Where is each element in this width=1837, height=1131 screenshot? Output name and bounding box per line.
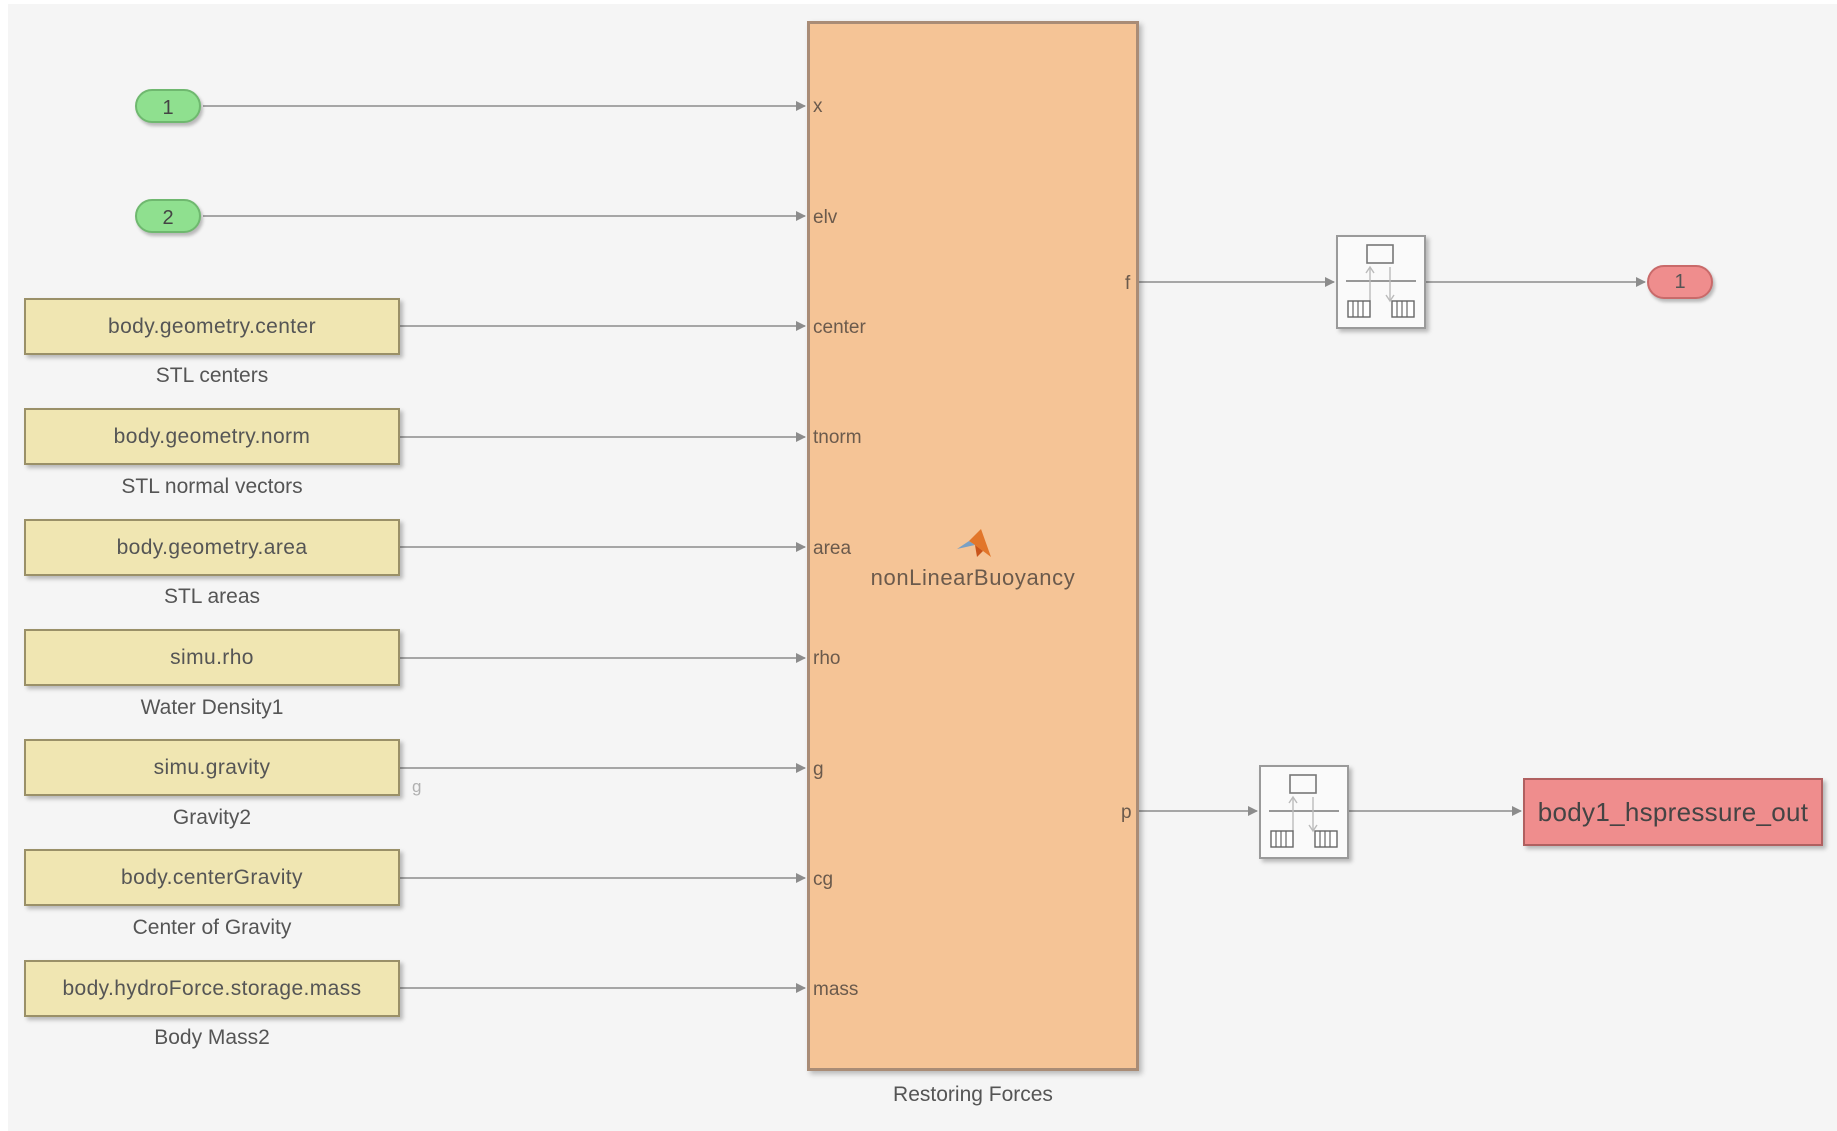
constant-water-density[interactable]: simu.rho <box>24 629 400 686</box>
constant-label-water-density: Water Density1 <box>140 696 284 719</box>
constant-label-body-mass: Body Mass2 <box>154 1026 270 1049</box>
output-port-p: p <box>1121 802 1132 823</box>
constant-label-center-of-gravity: Center of Gravity <box>132 916 292 939</box>
constant-label-gravity: Gravity2 <box>172 806 252 829</box>
inport-2[interactable]: 2 <box>135 199 201 233</box>
function-block-label: Restoring Forces <box>893 1083 1053 1106</box>
input-port-center: center <box>813 317 866 338</box>
input-port-g: g <box>813 759 824 780</box>
function-name: nonLinearBuoyancy <box>870 565 1076 590</box>
constant-gravity[interactable]: simu.gravity <box>24 739 400 796</box>
input-port-x: x <box>813 96 823 117</box>
input-port-elv: elv <box>813 207 838 228</box>
input-port-cg: cg <box>813 869 834 890</box>
rate-transition-block-f[interactable] <box>1336 235 1426 329</box>
input-port-rho: rho <box>813 648 841 669</box>
input-port-area: area <box>813 538 852 559</box>
rate-transition-block-p[interactable] <box>1259 765 1349 859</box>
goto-block[interactable]: body1_hspressure_out <box>1523 778 1823 846</box>
signal-label-g: g <box>412 777 422 796</box>
constant-stl-centers[interactable]: body.geometry.center <box>24 298 400 355</box>
input-port-tnorm: tnorm <box>813 427 862 448</box>
matlab-function-block[interactable] <box>807 21 1139 1071</box>
input-port-mass: mass <box>813 979 859 1000</box>
constant-center-of-gravity[interactable]: body.centerGravity <box>24 849 400 906</box>
outport-1[interactable]: 1 <box>1647 265 1713 299</box>
rate-transition-icon <box>1346 244 1416 318</box>
constant-label-stl-areas: STL areas <box>163 585 261 608</box>
matlab-icon <box>957 529 991 557</box>
constant-label-stl-normals: STL normal vectors <box>121 475 303 498</box>
constant-stl-areas[interactable]: body.geometry.area <box>24 519 400 576</box>
rate-transition-icon <box>1269 774 1339 848</box>
output-port-f: f <box>1125 273 1131 294</box>
constant-body-mass[interactable]: body.hydroForce.storage.mass <box>24 960 400 1017</box>
constant-stl-normals[interactable]: body.geometry.norm <box>24 408 400 465</box>
inport-1[interactable]: 1 <box>135 89 201 123</box>
constant-label-stl-centers: STL centers <box>155 364 269 387</box>
